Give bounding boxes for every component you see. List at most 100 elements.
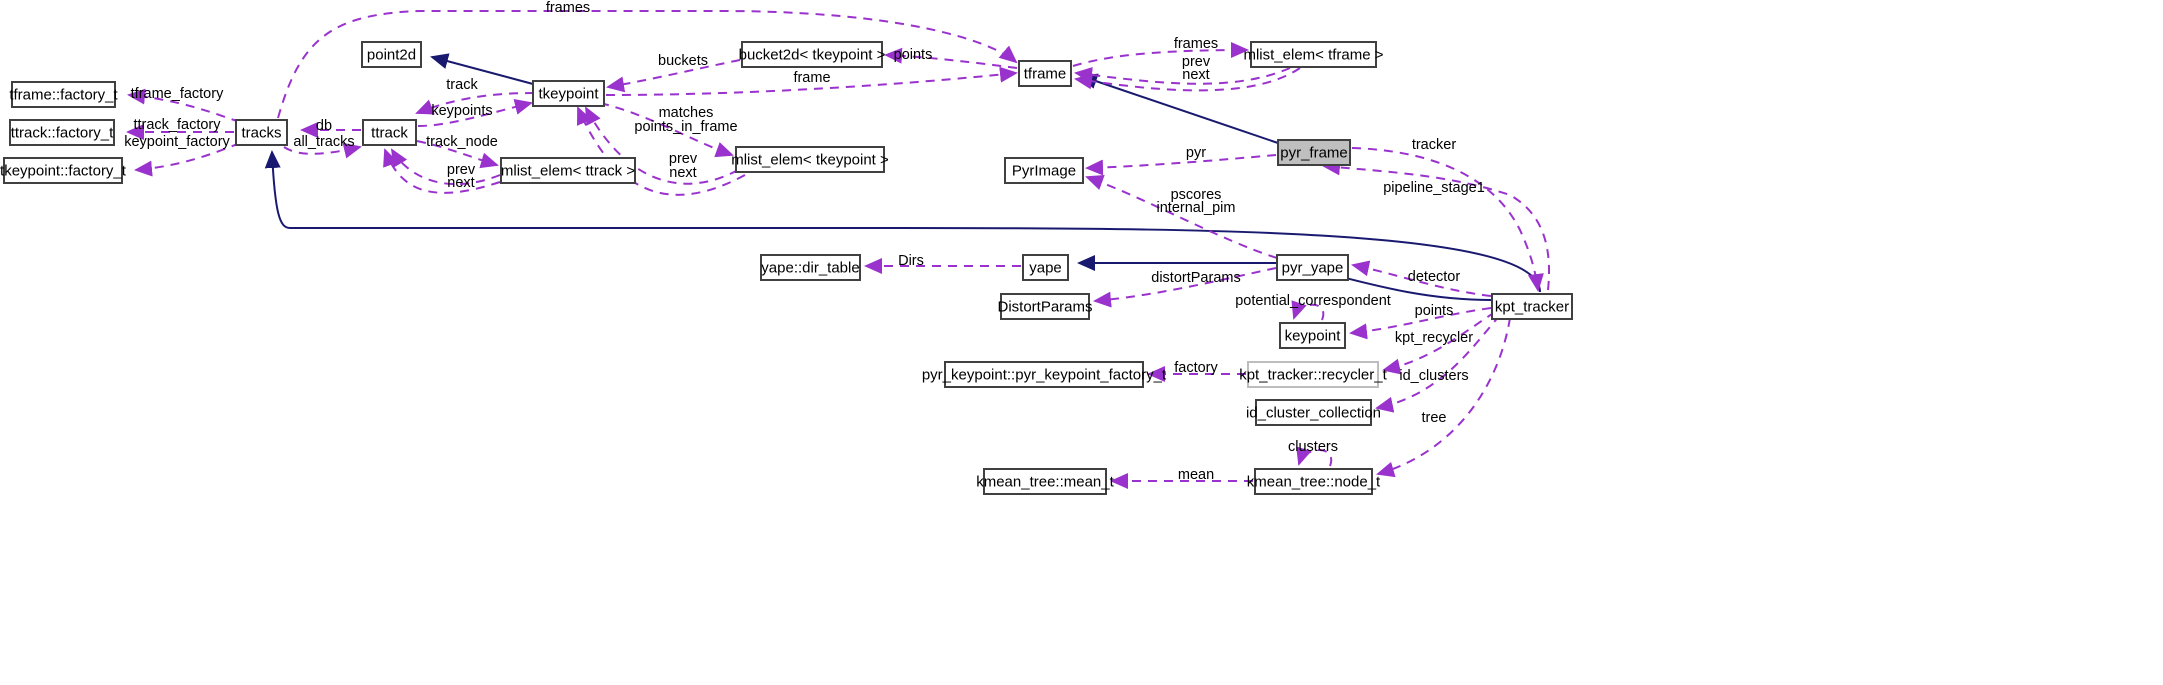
edge-label-e_internal_pim: internal_pim (1157, 200, 1236, 216)
node-kpt_tracker[interactable]: kpt_tracker (1491, 293, 1573, 320)
edge-label-e_pscores: pscores (1171, 187, 1222, 203)
node-keypoint[interactable]: keypoint (1279, 322, 1346, 349)
edge-label-e_tree: tree (1422, 410, 1447, 426)
usage-edge-pipeline-stage1 (1322, 159, 1550, 291)
edge-label-e_ttrack_factory: ttrack_factory (133, 117, 221, 133)
edge-label-e_distortParams: distortParams (1151, 270, 1240, 286)
node-box-mlist_elem_ttrack[interactable] (500, 157, 636, 184)
usage-edge-frame (605, 66, 1018, 96)
edge-label-e_factory: factory (1174, 360, 1218, 376)
node-mlist_elem_tframe[interactable]: mlist_elem< tframe > (1243, 41, 1384, 68)
edge-label-e_track_node: track_node (426, 134, 498, 150)
node-box-tframe_factory_t[interactable] (11, 81, 116, 108)
usage-edge-keypoints (417, 99, 533, 127)
usage-edge-potential-correspondent (1291, 300, 1325, 321)
usage-edge-next-tkeypoint (577, 106, 746, 196)
edge-label-e_mean: mean (1178, 467, 1214, 483)
edge-label-e_matches: matches (659, 105, 714, 121)
node-kmean_tree_node_t[interactable]: kmean_tree::node_t (1247, 468, 1381, 495)
node-box-yape_dir_table[interactable] (760, 254, 861, 281)
node-pyr_yape[interactable]: pyr_yape (1276, 254, 1349, 281)
node-yape_dir_table[interactable]: yape::dir_table (760, 254, 861, 281)
node-box-mlist_elem_tkeypoint[interactable] (735, 146, 885, 173)
usage-edge-points (884, 47, 1018, 69)
node-PyrImage[interactable]: PyrImage (1004, 157, 1084, 184)
node-box-kpt_tracker[interactable] (1491, 293, 1573, 320)
edge-label-e_detector: detector (1408, 269, 1461, 285)
usage-edge-prev-ttrack (390, 148, 501, 186)
node-recycler_t[interactable]: kpt_tracker::recycler_t (1239, 361, 1388, 388)
node-box-tkeypoint[interactable] (532, 80, 605, 107)
edge-label-e_keypoints: keypoints (431, 103, 492, 119)
node-box-pyr_frame[interactable] (1277, 139, 1351, 166)
node-box-kmean_tree_mean_t[interactable] (983, 468, 1107, 495)
usage-edge-prev-tkeypoint (585, 106, 739, 185)
node-box-pyr_yape[interactable] (1276, 254, 1349, 281)
usage-edge-pscores (1085, 174, 1278, 259)
edge-label-e_frame: frame (793, 70, 830, 86)
inherit-edge-kpttracker-tracks (264, 150, 1541, 293)
usage-edge-points-kpt (1349, 307, 1492, 340)
node-box-PyrImage[interactable] (1004, 157, 1084, 184)
edge-label-e_points_in_frame: points_in_frame (634, 119, 737, 135)
edge-label-e_frames_top: frames (546, 0, 590, 16)
usage-edge-tree (1376, 317, 1511, 478)
usage-edge-next-ttrack (383, 148, 501, 194)
usage-edge-frames-top (277, 10, 1018, 119)
node-box-bucket2d_tkeypoint[interactable] (741, 41, 883, 68)
node-box-ttrack_factory_t[interactable] (9, 119, 115, 146)
edge-label-e_tframe_factory: tframe_factory (131, 86, 224, 102)
node-box-pyr_keypoint_factory[interactable] (944, 361, 1144, 388)
node-DistortParams[interactable]: DistortParams (997, 293, 1093, 320)
node-mlist_elem_ttrack[interactable]: mlist_elem< ttrack > (500, 157, 636, 184)
nodes-layer: tframe::factory_tttrack::factory_ttkeypo… (0, 41, 1573, 495)
node-ttrack[interactable]: ttrack (362, 119, 417, 146)
node-box-mlist_elem_tframe[interactable] (1250, 41, 1377, 68)
node-bucket2d_tkeypoint[interactable]: bucket2d< tkeypoint > (739, 41, 886, 68)
node-box-id_cluster_collection[interactable] (1255, 399, 1372, 426)
usage-edge-points-in-frame (599, 102, 734, 158)
node-box-kmean_tree_node_t[interactable] (1254, 468, 1373, 495)
node-box-ttrack[interactable] (362, 119, 417, 146)
edge-label-e_points: points (894, 47, 933, 63)
edge-label-e_potential: potential_correspondent (1235, 293, 1391, 309)
usage-edge-tracker (1351, 147, 1544, 292)
edge-label-e_dirs: Dirs (898, 253, 924, 269)
edge-label-e_pyr: pyr (1186, 145, 1206, 161)
usage-edge-track (415, 92, 535, 115)
edge-label-e_db: db (316, 118, 332, 134)
node-pyr_keypoint_factory[interactable]: pyr_keypoint::pyr_keypoint_factory_t (922, 361, 1167, 388)
edge-label-e_kpt_recycler: kpt_recycler (1395, 330, 1473, 346)
edge-label-e_all_tracks: all_tracks (293, 134, 354, 150)
usage-edge-keypoint-factory (134, 142, 241, 177)
edge-label-e_frames_right: frames (1174, 36, 1218, 52)
node-box-tracks[interactable] (235, 119, 288, 146)
node-pyr_frame[interactable]: pyr_frame (1277, 139, 1351, 166)
node-box-recycler_t[interactable] (1247, 361, 1379, 388)
node-box-tkeypoint_factory_t[interactable] (3, 157, 123, 184)
node-ttrack_factory_t[interactable]: ttrack::factory_t (9, 119, 115, 146)
node-yape[interactable]: yape (1022, 254, 1069, 281)
edge-label-e_tracker: tracker (1412, 137, 1456, 153)
node-tframe[interactable]: tframe (1018, 60, 1072, 87)
node-box-DistortParams[interactable] (1000, 293, 1090, 320)
edge-label-e_next_tkeypoint: next (669, 165, 696, 181)
edge-label-e_pipeline_stage1: pipeline_stage1 (1383, 180, 1485, 196)
node-box-tframe[interactable] (1018, 60, 1072, 87)
edge-label-e_buckets: buckets (658, 53, 708, 69)
node-id_cluster_collection[interactable]: id_cluster_collection (1246, 399, 1381, 426)
node-kmean_tree_mean_t[interactable]: kmean_tree::mean_t (976, 468, 1115, 495)
node-point2d[interactable]: point2d (361, 41, 422, 68)
node-box-keypoint[interactable] (1279, 322, 1346, 349)
edge-label-e_clusters: clusters (1288, 439, 1338, 455)
edge-label-e_next_tframe: next (1182, 67, 1209, 83)
node-box-yape[interactable] (1022, 254, 1069, 281)
node-mlist_elem_tkeypoint[interactable]: mlist_elem< tkeypoint > (731, 146, 889, 173)
node-box-point2d[interactable] (361, 41, 422, 68)
node-tframe_factory_t[interactable]: tframe::factory_t (9, 81, 119, 108)
node-tkeypoint[interactable]: tkeypoint (532, 80, 605, 107)
node-tkeypoint_factory_t[interactable]: tkeypoint::factory_t (0, 157, 127, 184)
node-tracks[interactable]: tracks (235, 119, 288, 146)
